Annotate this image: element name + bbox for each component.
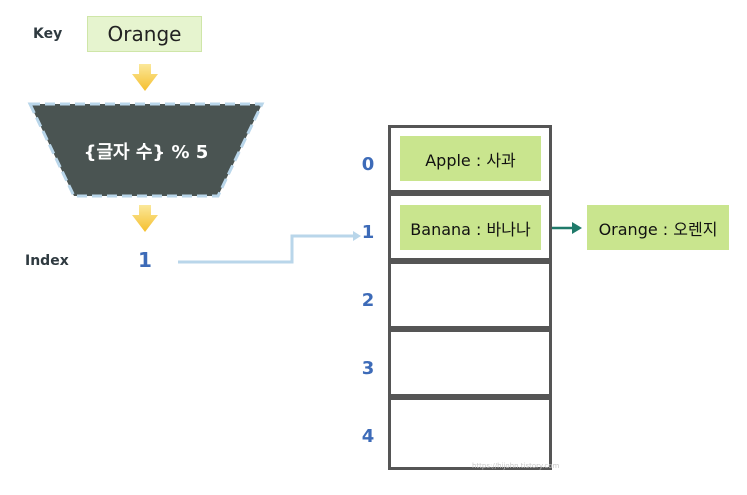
hash-formula: {글자 수} % 5 bbox=[83, 142, 209, 163]
entry-row-0: Apple : 사과 bbox=[400, 136, 541, 181]
entry-row-1: Banana : 바나나 bbox=[400, 205, 541, 250]
index-label: Index bbox=[25, 253, 69, 269]
key-label: Key bbox=[33, 26, 63, 42]
index-value: 1 bbox=[138, 248, 152, 272]
watermark: https://hijohn.tistory.com bbox=[472, 462, 560, 470]
row-index-3: 3 bbox=[361, 358, 375, 379]
table-row bbox=[388, 261, 552, 329]
row-index-0: 0 bbox=[361, 154, 375, 175]
down-arrow-icon bbox=[132, 64, 158, 91]
chain-entry: Orange : 오렌지 bbox=[587, 205, 729, 250]
key-value-box: Orange bbox=[87, 16, 202, 52]
table-row bbox=[388, 397, 552, 470]
row-index-1: 1 bbox=[361, 222, 375, 243]
row-index-2: 2 bbox=[361, 290, 375, 311]
row-index-4: 4 bbox=[361, 426, 375, 447]
chain-arrow-head-icon bbox=[572, 222, 582, 234]
hash-function-shape bbox=[27, 102, 265, 198]
connector-arrow-head-icon bbox=[353, 231, 361, 241]
table-row bbox=[388, 329, 552, 397]
down-arrow-icon bbox=[132, 205, 158, 232]
index-connector-line bbox=[178, 234, 354, 264]
